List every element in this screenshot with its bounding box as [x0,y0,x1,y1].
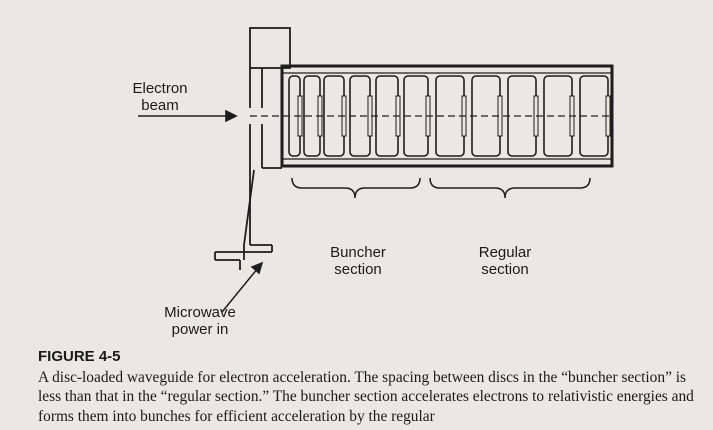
input-coupler [214,27,291,270]
microwave-arrow [221,261,264,313]
buncher-bracket [291,177,421,199]
waveguide-diagram [138,27,614,313]
electron-beam-label: Electron beam [132,80,188,114]
regular-section-label: Regular section [478,244,532,278]
buncher-section-label: Buncher section [330,244,386,278]
regular-bracket [429,177,591,199]
figure-caption: FIGURE 4-5 A disc-loaded waveguide for e… [38,347,698,426]
microwave-power-label: Microwave power in [164,304,236,338]
figure-title: FIGURE 4-5 [38,348,121,365]
electron-beam-arrow [138,109,238,123]
caption-text: A disc-loaded waveguide for electron acc… [38,368,694,425]
waveguide-tube [280,64,614,168]
